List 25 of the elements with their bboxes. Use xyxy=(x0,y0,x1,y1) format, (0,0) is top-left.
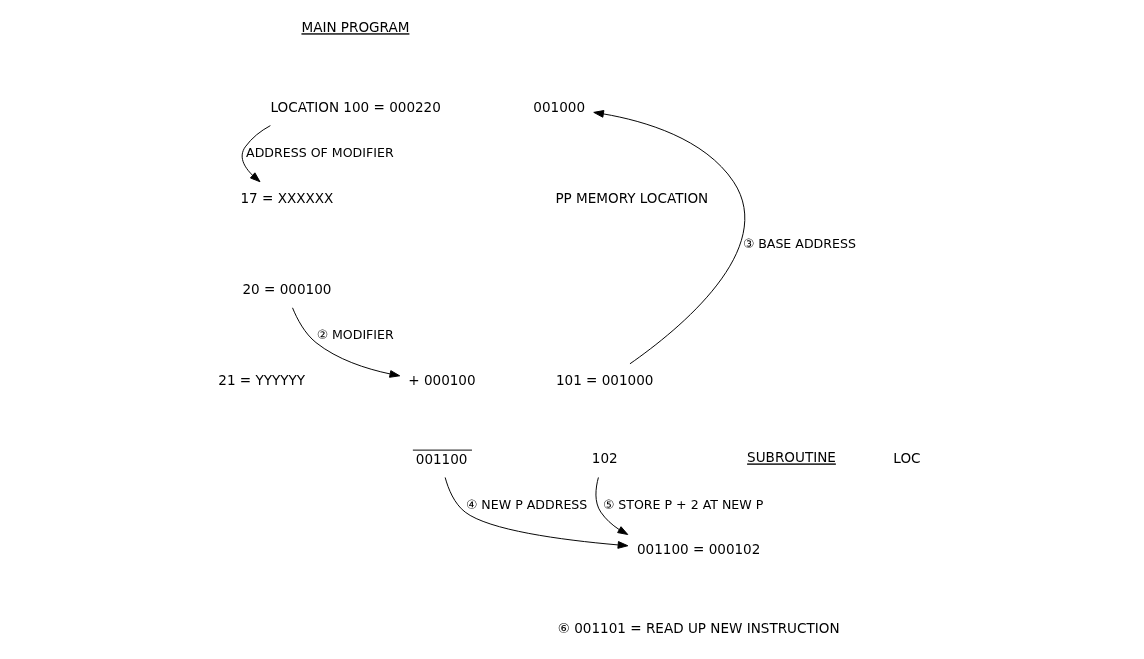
label: ⑥ 001101 = READ UP NEW INSTRUCTION xyxy=(557,619,840,636)
node-text: 001000 xyxy=(533,98,586,115)
node-text: + 000100 xyxy=(408,371,476,388)
node-text: 17 = XXXXXX xyxy=(240,189,334,206)
node-text: 21 = YYYYYY xyxy=(218,371,306,388)
edge-label: ③ BASE ADDRESS xyxy=(742,236,856,252)
label: SUBROUTINE xyxy=(747,449,836,466)
node-text: 102 xyxy=(591,450,618,467)
node-text: 001100 xyxy=(415,450,468,467)
label: LOC xyxy=(893,450,921,467)
edge-label: ⑤ STORE P + 2 AT NEW P xyxy=(603,496,764,512)
arrow xyxy=(595,476,629,535)
arrow xyxy=(292,307,401,378)
node-text: 20 = 000100 xyxy=(242,280,332,297)
arrow xyxy=(241,125,271,183)
node-text: LOCATION 100 = 000220 xyxy=(270,98,441,115)
arrow xyxy=(593,110,746,365)
edge-label: ADDRESS OF MODIFIER xyxy=(246,144,394,160)
node-text: 001100 = 000102 xyxy=(636,541,761,558)
edge-label: ② MODIFIER xyxy=(316,327,394,343)
label: PP MEMORY LOCATION xyxy=(555,189,709,206)
arrow xyxy=(444,477,629,549)
label: MAIN PROGRAM xyxy=(301,19,410,36)
node-text: 101 = 001000 xyxy=(555,371,654,388)
edge-label: ④ NEW P ADDRESS xyxy=(466,496,588,512)
